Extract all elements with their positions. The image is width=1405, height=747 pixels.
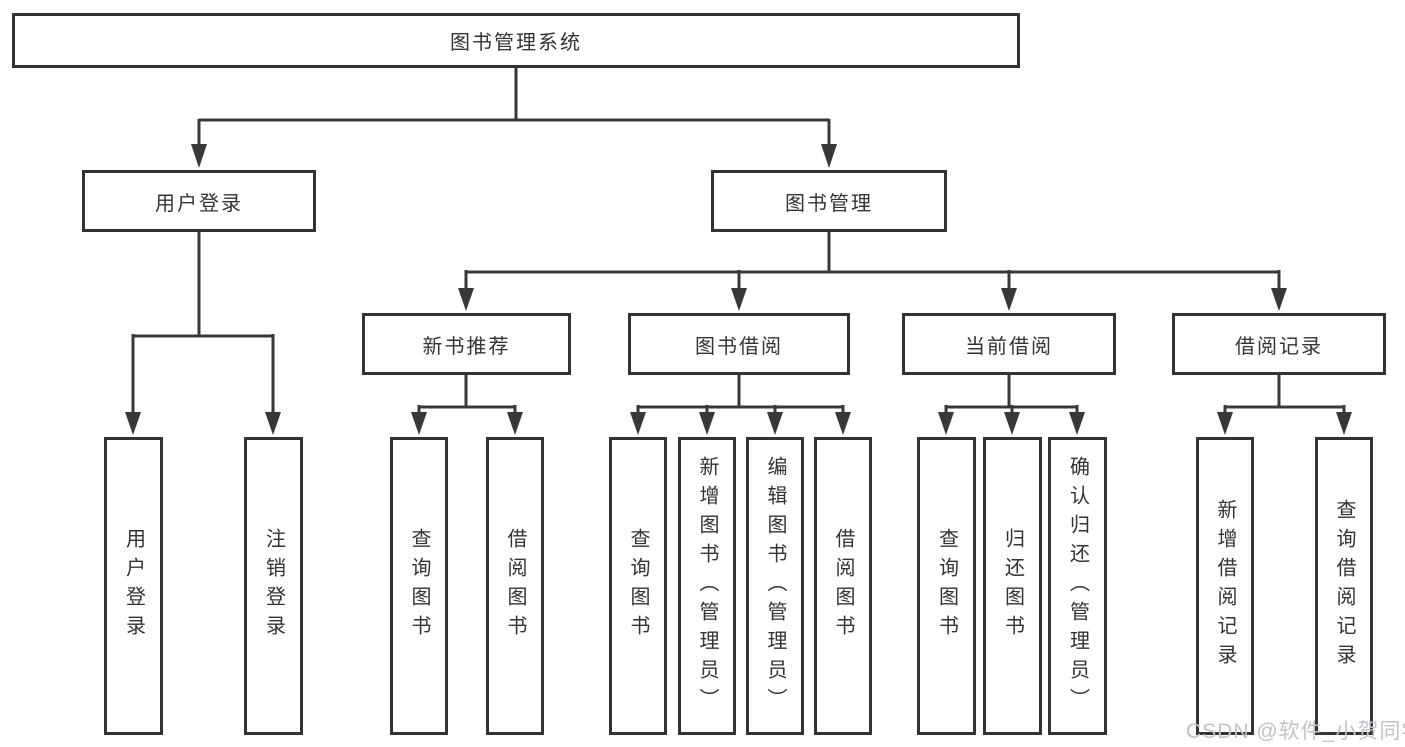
leaf-recommendation-query-books: 查询图书 [390, 437, 448, 735]
leaf-records-add-record: 新增借阅记录 [1196, 437, 1254, 735]
arrowheads [125, 144, 1352, 435]
leaf-current-confirm-return-admin-label: 确认归还（管理员） [1066, 455, 1089, 717]
node-book-management-label: 图书管理 [785, 192, 873, 215]
leaf-user-login: 用户登录 [104, 437, 163, 735]
node-borrowing-records-label: 借阅记录 [1235, 335, 1323, 358]
leaf-borrowing-query-books: 查询图书 [609, 437, 667, 735]
connector-root-to-level2 [197, 67, 831, 146]
leaf-user-login-label: 用户登录 [122, 528, 145, 644]
leaf-current-confirm-return-admin: 确认归还（管理员） [1048, 437, 1107, 735]
leaf-borrowing-query-books-label: 查询图书 [627, 528, 649, 644]
node-current-borrowing-label: 当前借阅 [965, 335, 1053, 358]
leaf-recommendation-borrow-books-label: 借阅图书 [504, 528, 526, 644]
connector-book-management-to-level3 [464, 231, 1281, 290]
leaf-borrowing-borrow-books: 借阅图书 [814, 437, 872, 735]
node-library-system-label: 图书管理系统 [450, 32, 582, 54]
node-library-system: 图书管理系统 [12, 13, 1020, 68]
leaf-records-query-record-label: 查询借阅记录 [1333, 499, 1355, 673]
leaf-borrowing-edit-books-admin-label: 编辑图书（管理员） [764, 455, 786, 717]
leaf-current-return-books: 归还图书 [983, 437, 1042, 735]
connector-records-to-leaves [1223, 374, 1346, 414]
leaf-borrowing-borrow-books-label: 借阅图书 [832, 528, 854, 644]
node-borrowing-records: 借阅记录 [1172, 313, 1386, 375]
leaf-records-add-record-label: 新增借阅记录 [1214, 499, 1236, 673]
leaf-current-query-books-label: 查询图书 [935, 528, 958, 644]
node-book-management: 图书管理 [711, 170, 947, 232]
leaf-recommendation-query-books-label: 查询图书 [408, 528, 430, 644]
node-new-book-recommendation-label: 新书推荐 [422, 335, 511, 358]
connector-user-login-to-leaves [131, 231, 275, 414]
connector-borrowing-to-leaves [636, 374, 845, 414]
connector-current-borrowing-to-leaves [944, 374, 1079, 414]
leaf-borrowing-add-books-admin: 新增图书（管理员） [678, 437, 736, 735]
node-book-borrowing: 图书借阅 [628, 313, 850, 375]
node-new-book-recommendation: 新书推荐 [362, 313, 571, 375]
connector-recommendation-to-leaves [417, 374, 517, 414]
leaf-logout-login: 注销登录 [244, 437, 303, 735]
node-book-borrowing-label: 图书借阅 [695, 335, 783, 358]
leaf-current-query-books: 查询图书 [917, 437, 976, 735]
leaf-records-query-record: 查询借阅记录 [1315, 437, 1373, 735]
leaf-logout-login-label: 注销登录 [262, 528, 285, 644]
node-user-login-label: 用户登录 [155, 192, 243, 215]
node-user-login: 用户登录 [82, 170, 316, 232]
leaf-borrowing-add-books-admin-label: 新增图书（管理员） [696, 455, 718, 717]
leaf-borrowing-edit-books-admin: 编辑图书（管理员） [746, 437, 804, 735]
leaf-current-return-books-label: 归还图书 [1001, 528, 1024, 644]
node-current-borrowing: 当前借阅 [902, 313, 1116, 375]
csdn-watermark: CSDN @软件_小贺同学 [1186, 720, 1405, 743]
leaf-recommendation-borrow-books: 借阅图书 [486, 437, 544, 735]
